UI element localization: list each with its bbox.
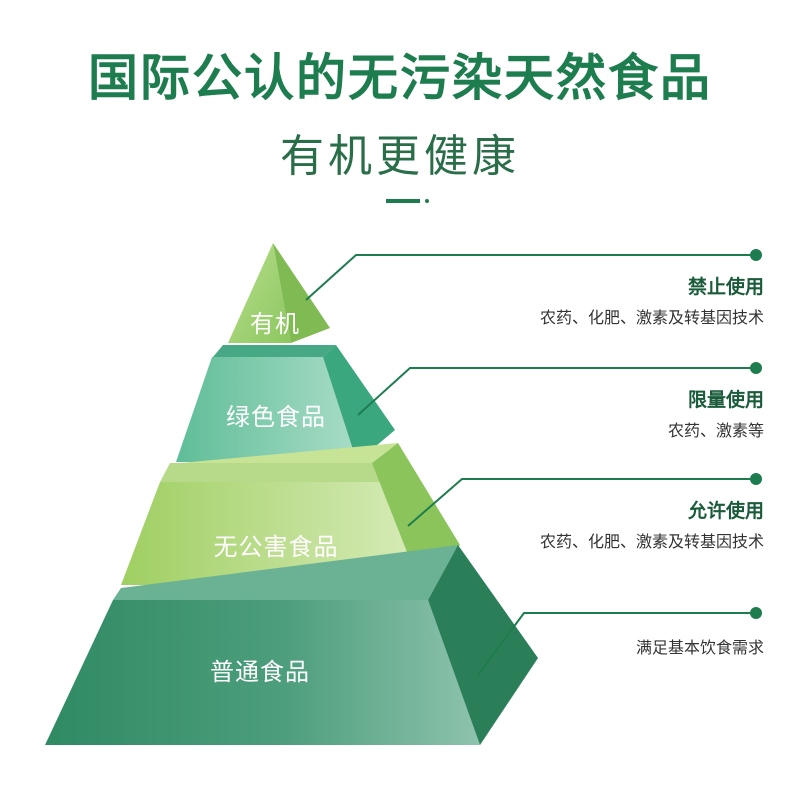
leader-lines: [305, 254, 756, 676]
tier-label-organic: 有机: [250, 310, 300, 338]
info-desc-organic: 农药、化肥、激素及转基因技术: [539, 308, 764, 327]
title-divider-dot: [425, 199, 429, 203]
page-subtitle: 有机更健康: [280, 131, 520, 182]
tier-label-pollution-free: 无公害食品: [213, 533, 339, 561]
tier-green-food-shape: [176, 345, 395, 462]
tier-ordinary-shape: [45, 545, 538, 745]
info-desc-ordinary: 满足基本饮食需求: [635, 638, 764, 657]
page-title: 国际公认的无污染天然食品: [88, 49, 712, 107]
info-title-organic: 禁止使用: [687, 276, 764, 298]
leader-dots: [750, 249, 762, 619]
tier-pollution-free-shape: [121, 443, 460, 585]
tier-label-green-food: 绿色食品: [226, 403, 326, 431]
info-title-pollution-free: 允许使用: [687, 500, 764, 522]
title-divider: [386, 199, 420, 203]
info-title-green-food: 限量使用: [687, 389, 764, 411]
tier-label-ordinary: 普通食品: [210, 658, 310, 686]
tier-organic-shape: [228, 243, 330, 343]
info-desc-green-food: 农药、激素等: [667, 421, 764, 440]
info-desc-pollution-free: 农药、化肥、激素及转基因技术: [539, 532, 764, 551]
